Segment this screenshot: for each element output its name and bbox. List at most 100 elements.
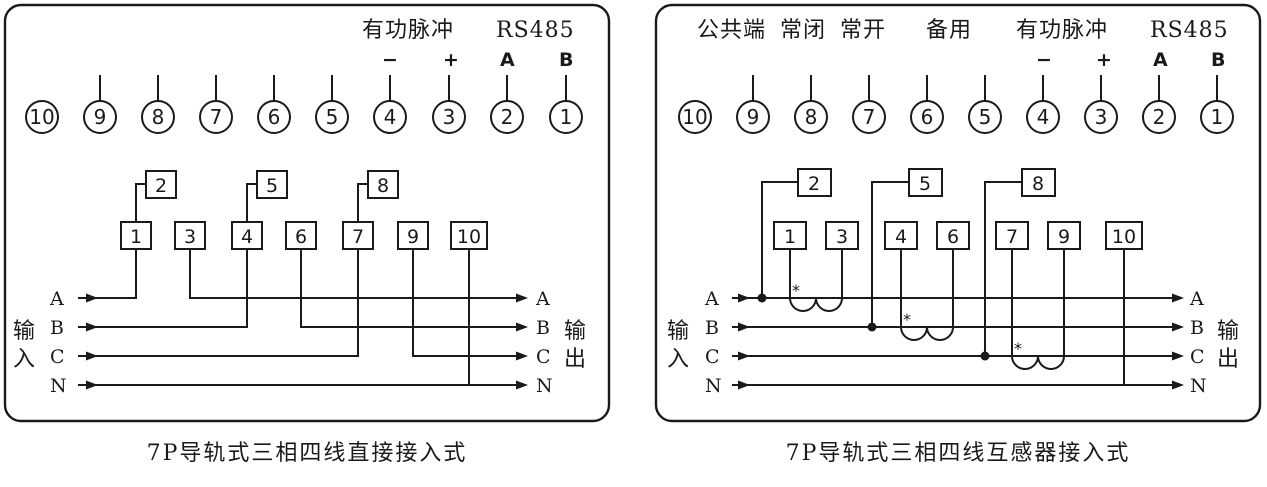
right-caption: 7P导轨式三相四线互感器接入式 [786,441,1131,466]
left-sign-a: A [500,49,515,71]
right-box-6: 6 [936,221,970,250]
left-output-label-1: 输 [564,319,586,344]
right-header-rs485: RS485 [1150,18,1229,43]
right-box-1: 1 [773,221,807,250]
left-box-2: 2 [145,170,177,199]
left-box-1-label: 1 [130,226,142,248]
left-terminal-3-label: 3 [443,105,456,129]
left-wiring [78,183,528,390]
right-terminal-pins [752,75,1218,101]
left-box-7: 7 [342,221,374,250]
left-header-rs485: RS485 [496,18,575,43]
left-box-1: 1 [120,221,152,250]
right-sign-b: B [1211,49,1225,71]
right-box-5: 5 [908,168,943,197]
left-caption: 7P导轨式三相四线直接接入式 [147,441,468,466]
right-output-phase-n: N [1190,375,1207,397]
right-terminal-2: 2 [1142,100,1176,134]
left-sign-plus: + [443,49,459,71]
right-output-phase-c: C [1190,346,1205,368]
left-panel: 有功脉冲 RS485 − + A B 10 9 8 7 6 5 4 3 2 1 [3,3,611,466]
left-box-8: 8 [367,170,399,199]
left-input-phase-b: B [50,317,64,339]
left-output-phase-a: A [535,288,550,310]
left-input-label-1: 输 [13,319,35,344]
right-box-2-label: 2 [808,173,820,195]
right-sign-a: A [1153,49,1168,71]
left-box-3: 3 [174,221,206,250]
right-sign-plus: + [1096,49,1112,71]
right-header-pulse: 有功脉冲 [1016,18,1108,43]
right-terminal-5-label: 5 [979,105,992,129]
right-terminal-3: 3 [1084,100,1118,134]
right-box-3: 3 [825,221,859,250]
left-input-phase-n: N [50,375,67,397]
right-output-label-1: 输 [1217,319,1239,344]
right-box-3-label: 3 [836,226,848,248]
left-terminal-7: 7 [199,100,233,134]
left-box-6: 6 [285,221,317,250]
right-terminal-9: 9 [736,100,770,134]
left-panel-frame [3,3,611,423]
left-output-phase-n: N [536,375,553,397]
right-input-label-1: 输 [667,319,689,344]
left-box-3-label: 3 [184,226,196,248]
right-input-phase-a: A [704,288,719,310]
right-terminal-8: 8 [794,100,828,134]
left-sign-minus: − [382,49,398,71]
left-box-9: 9 [397,221,429,250]
left-box-7-label: 7 [352,226,364,248]
right-terminal-4-label: 4 [1037,105,1050,129]
right-terminal-9-label: 9 [747,105,760,129]
right-box-2: 2 [797,168,832,197]
left-terminal-3: 3 [432,100,466,134]
right-wiring [732,181,1184,390]
right-header-common: 公共端 [697,18,766,43]
right-terminal-1-label: 1 [1211,105,1224,129]
right-box-1-label: 1 [784,226,796,248]
right-box-8-label: 8 [1032,173,1044,195]
left-terminal-10: 10 [25,100,59,134]
left-terminal-2-label: 2 [501,105,514,129]
right-terminal-1: 1 [1200,100,1234,134]
right-box-9: 9 [1047,221,1081,250]
left-terminal-9: 9 [83,100,117,134]
right-terminal-3-label: 3 [1095,105,1108,129]
left-output-phase-c: C [536,346,551,368]
right-input-label-2: 入 [667,347,689,372]
left-terminal-5-label: 5 [326,105,339,129]
right-terminal-6: 6 [910,100,944,134]
left-terminal-4-label: 4 [384,105,397,129]
left-box-10: 10 [450,221,488,250]
right-box-5-label: 5 [919,173,931,195]
right-header-no: 常开 [840,18,886,43]
right-terminal-10-label: 10 [682,105,707,129]
left-input-label-2: 入 [13,347,35,372]
right-panel: 公共端 常闭 常开 备用 有功脉冲 RS485 − + A B 10 9 8 7… [654,3,1262,466]
right-output-phase-b: B [1190,317,1204,339]
right-polarity-mark-1: * [792,281,800,300]
right-box-7-label: 7 [1006,226,1018,248]
right-terminal-2-label: 2 [1153,105,1166,129]
right-sign-minus: − [1036,49,1052,71]
left-terminal-10-label: 10 [29,105,54,129]
left-header-pulse: 有功脉冲 [362,18,454,43]
left-box-4-label: 4 [241,226,253,248]
right-box-10-label: 10 [1112,226,1136,248]
right-output-label-2: 出 [1217,347,1239,372]
left-terminal-6: 6 [257,100,291,134]
left-input-phase-a: A [49,288,64,310]
right-panel-frame [654,3,1262,423]
left-output-phase-b: B [536,317,550,339]
right-box-8: 8 [1021,168,1056,197]
left-output-label-2: 出 [564,347,586,372]
left-terminal-1: 1 [549,100,583,134]
left-terminal-2: 2 [490,100,524,134]
left-box-6-label: 6 [295,226,307,248]
right-polarity-mark-2: * [903,310,911,329]
right-polarity-mark-3: * [1014,339,1022,358]
left-terminal-7-label: 7 [210,105,223,129]
right-box-10: 10 [1105,221,1143,250]
right-terminal-8-label: 8 [805,105,818,129]
left-terminal-8-label: 8 [152,105,165,129]
